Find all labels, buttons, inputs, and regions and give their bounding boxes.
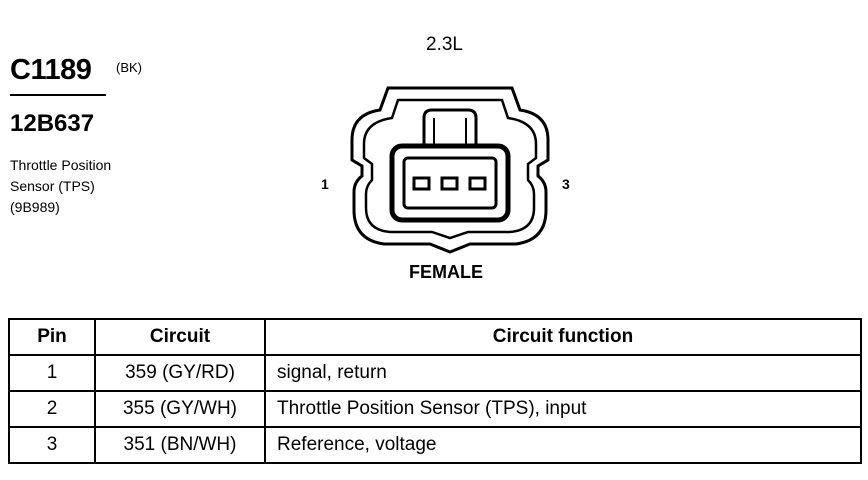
pinout-table: Pin Circuit Circuit function 1 359 (GY/R… <box>8 318 862 464</box>
circuit-cell: 355 (GY/WH) <box>94 390 266 428</box>
table-row: 2 355 (GY/WH) Throttle Position Sensor (… <box>8 390 862 428</box>
connector-latch <box>422 108 478 144</box>
pin-cell: 3 <box>8 426 96 464</box>
connector-gender-label: FEMALE <box>409 262 483 282</box>
function-cell: signal, return <box>264 354 862 392</box>
description-line-2: Sensor (TPS) <box>10 178 95 194</box>
terminal-housing-outer <box>389 143 511 223</box>
table-row: 1 359 (GY/RD) signal, return <box>8 354 862 392</box>
description-line-1: Throttle Position <box>10 157 112 173</box>
header-circuit: Circuit <box>94 318 266 356</box>
connector-id: C1189 <box>10 54 92 86</box>
circuit-cell: 359 (GY/RD) <box>94 354 266 392</box>
pin-3-label: 3 <box>562 176 570 192</box>
terminal-2 <box>440 176 459 191</box>
circuit-cell: 351 (BN/WH) <box>94 426 266 464</box>
connector-inner-shell <box>362 98 538 240</box>
connector-outer-shell <box>350 86 550 254</box>
pin-cell: 1 <box>8 354 96 392</box>
table-header-row: Pin Circuit Circuit function <box>8 318 862 356</box>
pin-cell: 2 <box>8 390 96 428</box>
description-line-3: (9B989) <box>10 199 60 215</box>
connector-face-drawing <box>350 86 550 254</box>
terminal-housing-inner <box>402 156 498 210</box>
table-row: 3 351 (BN/WH) Reference, voltage <box>8 426 862 464</box>
header-circuit-function: Circuit function <box>264 318 862 356</box>
title-underline <box>10 94 106 96</box>
pin-1-label: 1 <box>321 176 329 192</box>
function-cell: Reference, voltage <box>264 426 862 464</box>
part-number: 12B637 <box>10 110 95 137</box>
header-pin: Pin <box>8 318 96 356</box>
engine-variant-label: 2.3L <box>426 34 463 55</box>
function-cell: Throttle Position Sensor (TPS), input <box>264 390 862 428</box>
connector-color-code: (BK) <box>116 60 142 75</box>
terminal-3 <box>468 176 487 191</box>
terminal-1 <box>412 176 431 191</box>
